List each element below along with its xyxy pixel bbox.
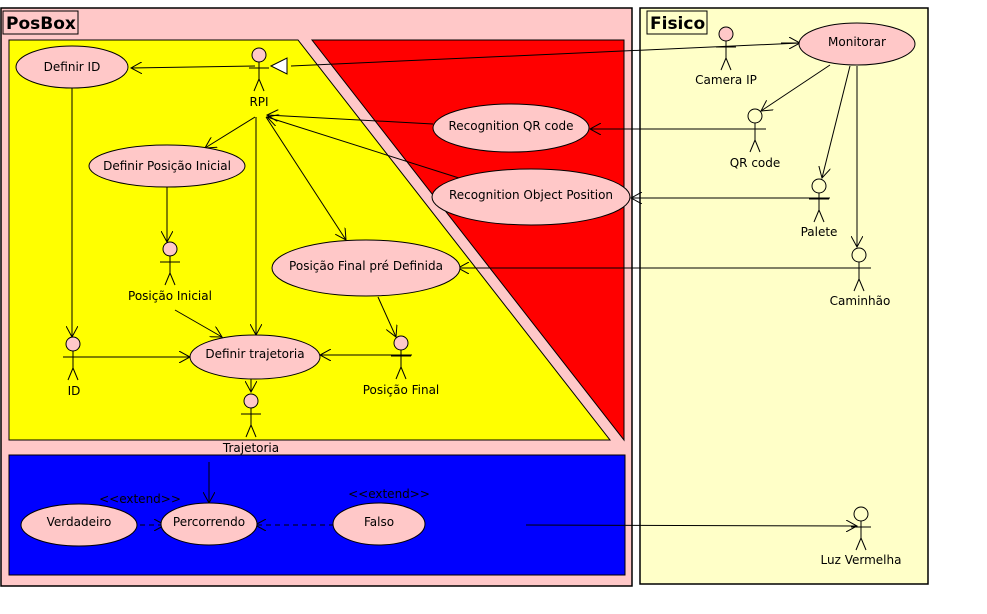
use-case-definir-trajetoria[interactable]: Definir trajetoria (189, 334, 321, 380)
svg-text:Recognition Object Position: Recognition Object Position (449, 188, 613, 202)
svg-text:Definir Posição Inicial: Definir Posição Inicial (103, 159, 231, 173)
svg-text:Monitorar: Monitorar (828, 35, 886, 49)
actor-label-posicao-final: Posição Final (363, 383, 440, 397)
associations (66, 43, 871, 526)
use-case-verdadeiro[interactable]: Verdadeiro (20, 503, 138, 547)
actor-label-id: ID (68, 384, 81, 398)
actor-label-camera-ip: Camera IP (695, 73, 757, 87)
use-case-percorrendo[interactable]: Percorrendo (160, 502, 258, 546)
yellow-region (8, 39, 612, 441)
actor-label-posicao-inicial: Posição Inicial (128, 289, 212, 303)
use-case-falso[interactable]: Falso (332, 502, 426, 546)
posbox-title-box (2, 10, 79, 35)
use-case-monitorar[interactable]: Monitorar (798, 22, 916, 66)
svg-text:Verdadeiro: Verdadeiro (47, 515, 112, 529)
use-case-definir-id[interactable]: Definir ID (15, 45, 129, 89)
actor-id[interactable] (63, 336, 83, 381)
svg-text:Percorrendo: Percorrendo (173, 515, 245, 529)
use-case-definir-posicao-inicial[interactable]: Definir Posição Inicial (88, 144, 246, 188)
svg-text:Definir trajetoria: Definir trajetoria (205, 347, 304, 361)
actor-label-palete: Palete (801, 225, 838, 239)
svg-text:Posição Final pré Definida: Posição Final pré Definida (289, 259, 443, 273)
rpi-posfinal-line (265, 116, 346, 240)
actor-rpi[interactable] (249, 47, 269, 92)
use-case-recognition-qr[interactable]: Recognition QR code (432, 103, 590, 153)
use-case-recognition-object[interactable]: Recognition Object Position (431, 168, 631, 226)
actor-camera-ip[interactable] (716, 26, 736, 71)
extend-label-right: <<extend>> (348, 487, 430, 501)
actor-trajetoria[interactable] (241, 393, 261, 438)
actor-qr-code[interactable] (745, 108, 765, 153)
svg-text:Recognition QR code: Recognition QR code (448, 119, 573, 133)
posbox-title: PosBox (6, 14, 76, 34)
actor-label-rpi: RPI (249, 95, 268, 109)
rpi-definir-id-line (131, 66, 256, 68)
svg-text:Falso: Falso (364, 515, 394, 529)
qr-rpi-line (267, 115, 434, 125)
extend-label-left: <<extend>> (99, 492, 181, 506)
rpi-posicao-inicial-line (205, 116, 256, 148)
svg-text:Definir ID: Definir ID (44, 60, 101, 74)
fisico-package[interactable]: Fisico (639, 7, 929, 585)
actor-posicao-final[interactable] (391, 335, 411, 380)
use-case-posicao-final-pre-definida[interactable]: Posição Final pré Definida (271, 239, 461, 297)
actor-label-luz-vermelha: Luz Vermelha (821, 553, 902, 567)
actor-label-caminhao: Caminhão (830, 294, 891, 308)
actor-label-trajetoria: Trajetoria (222, 441, 279, 455)
fisico-title: Fisico (650, 14, 705, 34)
generalization-arrowhead (269, 57, 288, 75)
actor-palete[interactable] (809, 178, 829, 223)
actor-posicao-inicial[interactable] (160, 241, 180, 286)
rpi-monitorar-line (290, 42, 801, 67)
obj-rpi-line (267, 117, 460, 179)
fisico-title-box (646, 10, 708, 35)
actor-luz-vermelha[interactable] (851, 506, 871, 551)
actor-label-qr-code: QR code (730, 156, 781, 170)
actor-caminhao[interactable] (849, 247, 869, 292)
